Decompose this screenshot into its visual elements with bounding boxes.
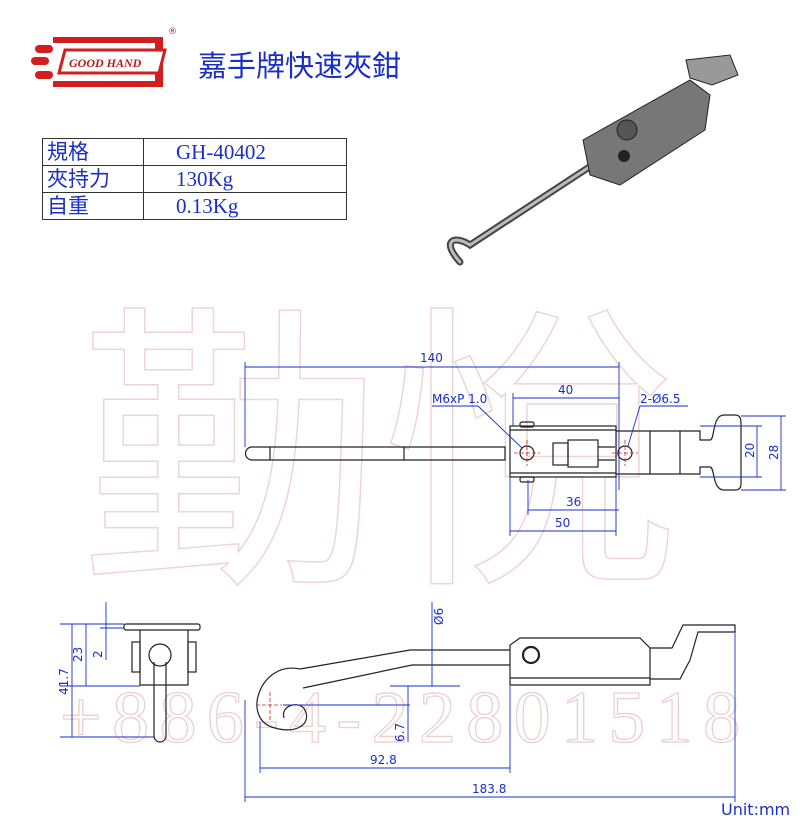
dim-total-height: 41.7 xyxy=(57,668,71,695)
centerlines xyxy=(514,440,638,466)
watermark-phone: +886-4-22801518 xyxy=(60,677,740,759)
svg-text:GOOD HAND: GOOD HAND xyxy=(69,56,142,70)
spec-label: 自重 xyxy=(42,192,144,220)
product-render xyxy=(446,54,739,266)
dim-thread: M6xP 1.0 xyxy=(432,392,487,406)
dim-hook-offset: 6.7 xyxy=(393,723,407,742)
dim-outer-width: 28 xyxy=(767,445,781,460)
top-view xyxy=(244,414,742,491)
dim-base-length: 50 xyxy=(555,516,570,530)
dim-holes: 2-Ø6.5 xyxy=(640,392,681,406)
dim-plate-thickness: 2 xyxy=(91,650,105,658)
svg-text:®: ® xyxy=(168,27,177,37)
dim-span: 40 xyxy=(558,383,573,397)
spec-value: 0.13Kg xyxy=(143,192,347,220)
spec-value: GH-40402 xyxy=(143,138,347,166)
dim-rod-dia: Ø6 xyxy=(432,608,446,625)
unit-label: Unit:mm xyxy=(721,800,791,819)
end-view xyxy=(123,623,201,743)
dim-total-length: 183.8 xyxy=(472,782,506,796)
top-dimensions xyxy=(244,362,786,536)
dim-height: 23 xyxy=(71,647,85,662)
end-dimensions xyxy=(60,602,154,738)
dim-overall: 140 xyxy=(420,351,443,365)
dim-inner-width: 20 xyxy=(743,443,757,458)
side-dimensions xyxy=(244,602,736,802)
good-hand-logo: GOOD HAND ® xyxy=(31,27,177,87)
side-view xyxy=(256,624,736,731)
watermark-chars: 勤悅 xyxy=(80,282,680,631)
hook-centerline xyxy=(256,692,282,720)
dim-hook-reach: 92.8 xyxy=(370,753,397,767)
spec-value: 130Kg xyxy=(143,165,347,193)
dim-hole-pitch: 36 xyxy=(566,495,581,509)
page-title: 嘉手牌快速夾鉗 xyxy=(198,49,402,83)
